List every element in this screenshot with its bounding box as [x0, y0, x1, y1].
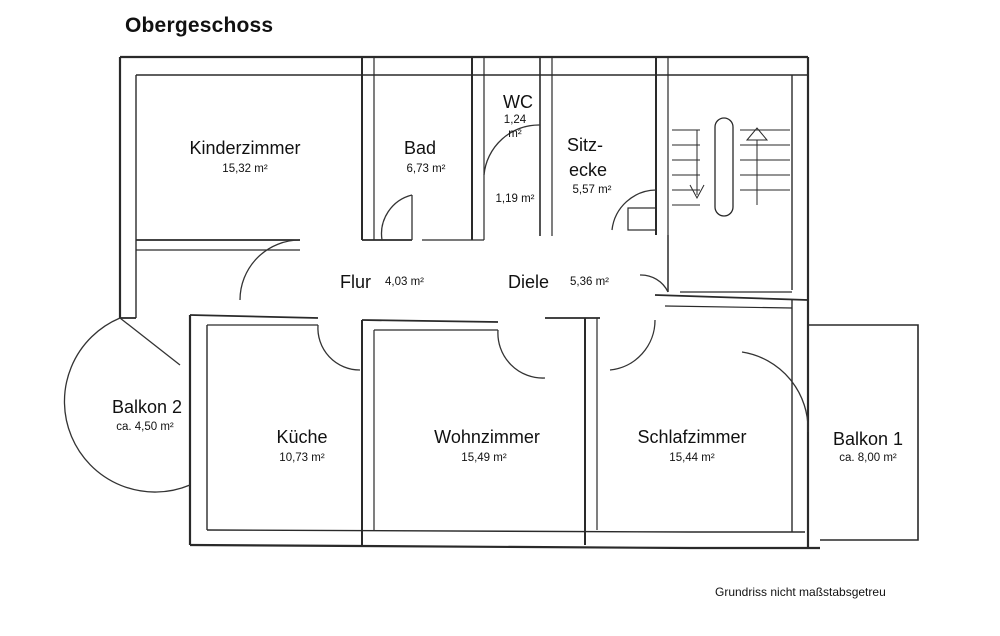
room-area-balkon-1: ca. 8,00 m²	[839, 452, 897, 464]
room-area-balkon-2: ca. 4,50 m²	[116, 421, 174, 433]
balkon-1-outline	[808, 324, 919, 541]
room-name-sitzecke-line2: ecke	[568, 160, 608, 180]
room-name-balkon-2: Balkon 2	[111, 397, 183, 417]
room-area-kinderzimmer: 15,32 m²	[222, 163, 268, 175]
doors	[63, 124, 809, 493]
room-name-kinderzimmer: Kinderzimmer	[189, 138, 301, 158]
room-name-kueche: Küche	[276, 427, 328, 447]
room-area-bad: 6,73 m²	[406, 163, 446, 175]
room-area-wc-line1: 1,24	[503, 114, 527, 126]
room-area-wc-vorraum: 1,19 m²	[495, 193, 535, 205]
room-name-schlafzimmer: Schlafzimmer	[637, 427, 747, 447]
room-area-diele: 5,36 m²	[570, 276, 609, 288]
room-area-schlafzimmer: 15,44 m²	[669, 452, 715, 464]
room-name-wohnzimmer: Wohnzimmer	[434, 427, 540, 447]
room-name-bad: Bad	[403, 138, 437, 158]
interior-walls	[136, 57, 809, 545]
room-area-wohnzimmer: 15,49 m²	[461, 452, 507, 464]
room-name-flur: Flur	[340, 272, 371, 292]
room-name-diele: Diele	[508, 272, 550, 292]
room-area-wc-line2: m²	[508, 128, 522, 140]
room-area-kueche: 10,73 m²	[279, 452, 325, 464]
scale-note: Grundriss nicht maßstabsgetreu	[715, 585, 886, 599]
room-name-balkon-1: Balkon 1	[832, 429, 904, 449]
room-area-flur: 4,03 m²	[385, 276, 424, 288]
room-name-sitzecke-line1: Sitz-	[567, 135, 603, 155]
room-name-wc: WC	[503, 92, 533, 112]
staircase	[627, 117, 790, 231]
room-area-sitzecke: 5,57 m²	[572, 184, 612, 196]
page-title: Obergeschoss	[125, 14, 274, 37]
